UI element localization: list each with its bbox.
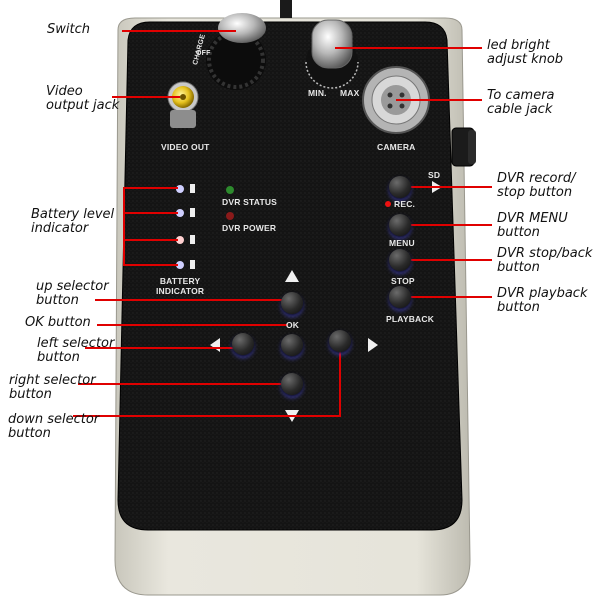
- dvr-power-led: [226, 212, 234, 220]
- battery-led-2: [176, 208, 195, 217]
- callout-dvr-playback-button: DVR playback button: [497, 286, 588, 315]
- callout-switch: Switch: [47, 22, 90, 37]
- left-selector-button[interactable]: [232, 333, 254, 355]
- battery-indicator-label: BATTERY INDICATOR: [156, 276, 205, 296]
- camera-label: CAMERA: [377, 142, 416, 152]
- rec-label: REC.: [394, 199, 416, 209]
- leader-down: [73, 345, 341, 417]
- rca-jack[interactable]: [167, 81, 199, 128]
- callout-down-selector-button: down selector button: [8, 412, 100, 441]
- battery-led-4: [176, 260, 195, 269]
- stop-label: STOP: [391, 276, 415, 286]
- up-arrow-icon: [285, 270, 299, 282]
- cable: [280, 0, 292, 18]
- rec-dot-icon: [385, 201, 391, 207]
- right-selector-button[interactable]: [329, 330, 351, 352]
- min-label: MIN.: [308, 88, 327, 98]
- callout-dvr-stop-back-button: DVR stop/back button: [497, 246, 593, 275]
- callout-led-bright-adjust-knob: led bright adjust knob: [487, 38, 564, 67]
- dvr-record-button[interactable]: [389, 176, 411, 198]
- callout-battery-level-indicator: Battery level indicator: [31, 207, 115, 236]
- playback-label: PLAYBACK: [386, 314, 435, 324]
- max-label: MAX: [340, 88, 360, 98]
- off-label: OFF: [196, 50, 211, 57]
- callout-to-camera-cable-jack: To camera cable jack: [487, 88, 555, 117]
- dvr-power-label: DVR POWER: [222, 223, 277, 233]
- callout-left-selector-button: left selector button: [37, 336, 115, 365]
- switch-knob[interactable]: [206, 13, 266, 90]
- dvr-menu-button[interactable]: [389, 214, 411, 236]
- dvr-playback-button[interactable]: [389, 286, 411, 308]
- right-arrow-icon: [368, 338, 378, 352]
- dvr-stop-button[interactable]: [389, 249, 411, 271]
- ok-button[interactable]: [281, 334, 303, 356]
- down-selector-button[interactable]: [281, 373, 303, 395]
- video-out-label: VIDEO OUT: [161, 142, 210, 152]
- battery-led-3: [176, 235, 195, 244]
- callout-right-selector-button: right selector button: [9, 373, 96, 402]
- dvr-status-led: [226, 186, 234, 194]
- callout-dvr-record-stop-button: DVR record/ stop button: [497, 171, 576, 200]
- led-bright-knob[interactable]: [305, 19, 359, 89]
- menu-label: MENU: [389, 238, 415, 248]
- sd-label: SD: [428, 170, 441, 180]
- callout-up-selector-button: up selector button: [36, 279, 109, 308]
- dvr-status-label: DVR STATUS: [222, 197, 278, 207]
- up-selector-button[interactable]: [281, 292, 303, 314]
- leader-battery: [123, 187, 178, 266]
- callout-dvr-menu-button: DVR MENU button: [497, 211, 568, 240]
- ok-label: OK: [286, 320, 300, 330]
- callout-ok-button: OK button: [25, 315, 91, 330]
- callout-video-output-jack: Video output jack: [46, 84, 120, 113]
